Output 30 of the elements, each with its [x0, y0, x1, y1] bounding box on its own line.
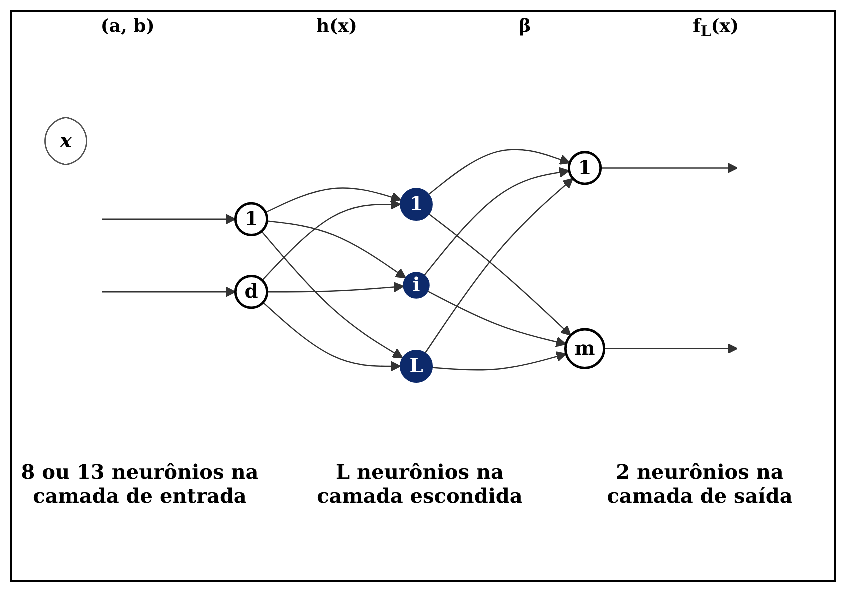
arrow — [424, 178, 574, 354]
math-label: β — [519, 16, 532, 39]
arrow — [428, 149, 571, 196]
arrow — [262, 302, 402, 372]
arrow — [600, 162, 738, 174]
layer-caption: 8 ou 13 neurônios na camada de entrada — [20, 460, 260, 508]
arrow — [604, 344, 738, 354]
math-label: h(x) — [316, 16, 358, 39]
node-circle: L — [400, 350, 434, 383]
layer-caption: L neurônios na camada escondida — [316, 460, 524, 508]
arrow — [428, 290, 567, 348]
arrow — [261, 231, 404, 359]
node-circle: 1 — [400, 188, 433, 221]
arrow — [428, 214, 572, 336]
math-label: f$_{L}$(x) — [692, 16, 740, 41]
arrow — [102, 286, 236, 298]
layer-caption: 2 neurônios na camada de saída — [606, 460, 794, 508]
node-circle: d — [234, 275, 269, 310]
node-circle: 1 — [234, 202, 269, 236]
arrow — [102, 214, 236, 225]
arrow — [432, 352, 567, 371]
node-circle: i — [403, 272, 430, 299]
arrow — [267, 220, 406, 279]
node-circle: 1 — [568, 151, 602, 186]
arrow — [266, 188, 402, 214]
arrow — [424, 167, 570, 276]
node-circle: m — [564, 328, 606, 370]
arrow — [262, 199, 402, 281]
math-label: (a, b) — [100, 16, 155, 39]
arrow — [267, 282, 404, 293]
